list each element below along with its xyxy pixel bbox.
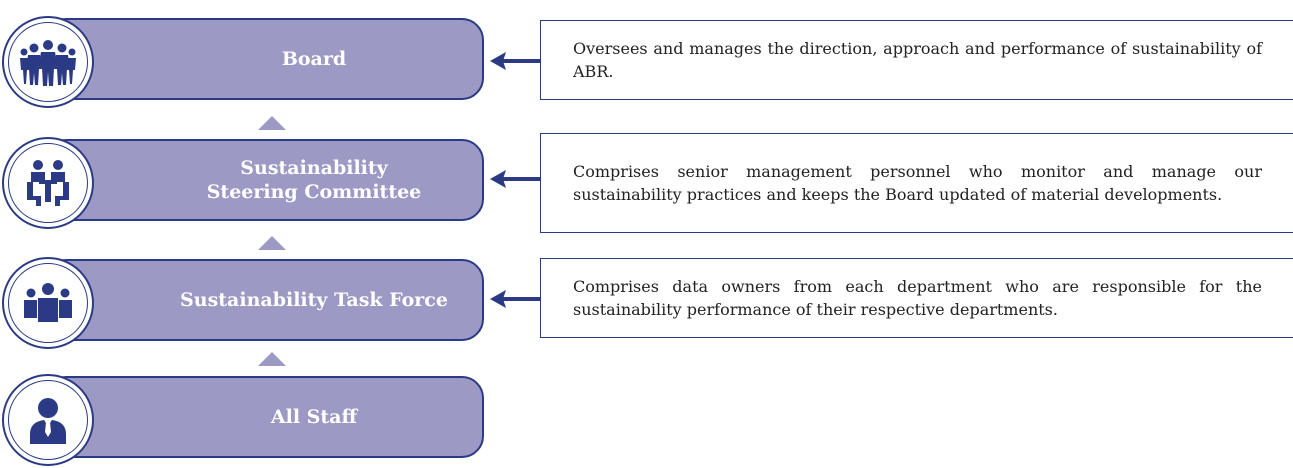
- tier-icon-circle: [2, 374, 94, 466]
- tier-icon-circle: [2, 137, 94, 229]
- description-task-force: Comprises data owners from each departme…: [540, 258, 1293, 338]
- tier-pill: Board: [44, 18, 484, 100]
- description-board: Oversees and manages the direction, appr…: [540, 20, 1293, 100]
- up-arrow-icon: [258, 236, 286, 250]
- tier-steering-committee: Sustainability Steering Committee: [0, 137, 500, 229]
- left-arrow-icon: [490, 290, 540, 308]
- up-arrow-icon: [258, 352, 286, 366]
- tier-task-force: Sustainability Task Force: [0, 257, 500, 349]
- tier-title: Board: [281, 48, 347, 70]
- tier-icon-circle: [2, 257, 94, 349]
- tier-board: Board: [0, 16, 500, 108]
- left-arrow-icon: [490, 170, 540, 188]
- tier-pill: Sustainability Task Force: [44, 259, 484, 341]
- person-icon: [30, 398, 66, 444]
- tier-icon-circle: [2, 16, 94, 108]
- description-steering-committee: Comprises senior management personnel wh…: [540, 133, 1293, 233]
- group-of-people-icon: [20, 40, 76, 86]
- tier-title: Sustainability Steering Committee: [206, 157, 422, 203]
- tier-pill: Sustainability Steering Committee: [44, 139, 484, 221]
- description-text: Oversees and manages the direction, appr…: [573, 39, 1262, 81]
- tier-pill: All Staff: [44, 376, 484, 458]
- team-icon: [24, 283, 72, 322]
- up-arrow-icon: [258, 116, 286, 130]
- meeting-table-icon: [27, 160, 69, 206]
- tier-all-staff: All Staff: [0, 374, 500, 466]
- tier-title: All Staff: [270, 406, 358, 428]
- description-text: Comprises senior management personnel wh…: [573, 162, 1262, 204]
- description-text: Comprises data owners from each departme…: [573, 277, 1262, 319]
- tier-title: Sustainability Task Force: [180, 289, 448, 311]
- left-arrow-icon: [490, 52, 540, 70]
